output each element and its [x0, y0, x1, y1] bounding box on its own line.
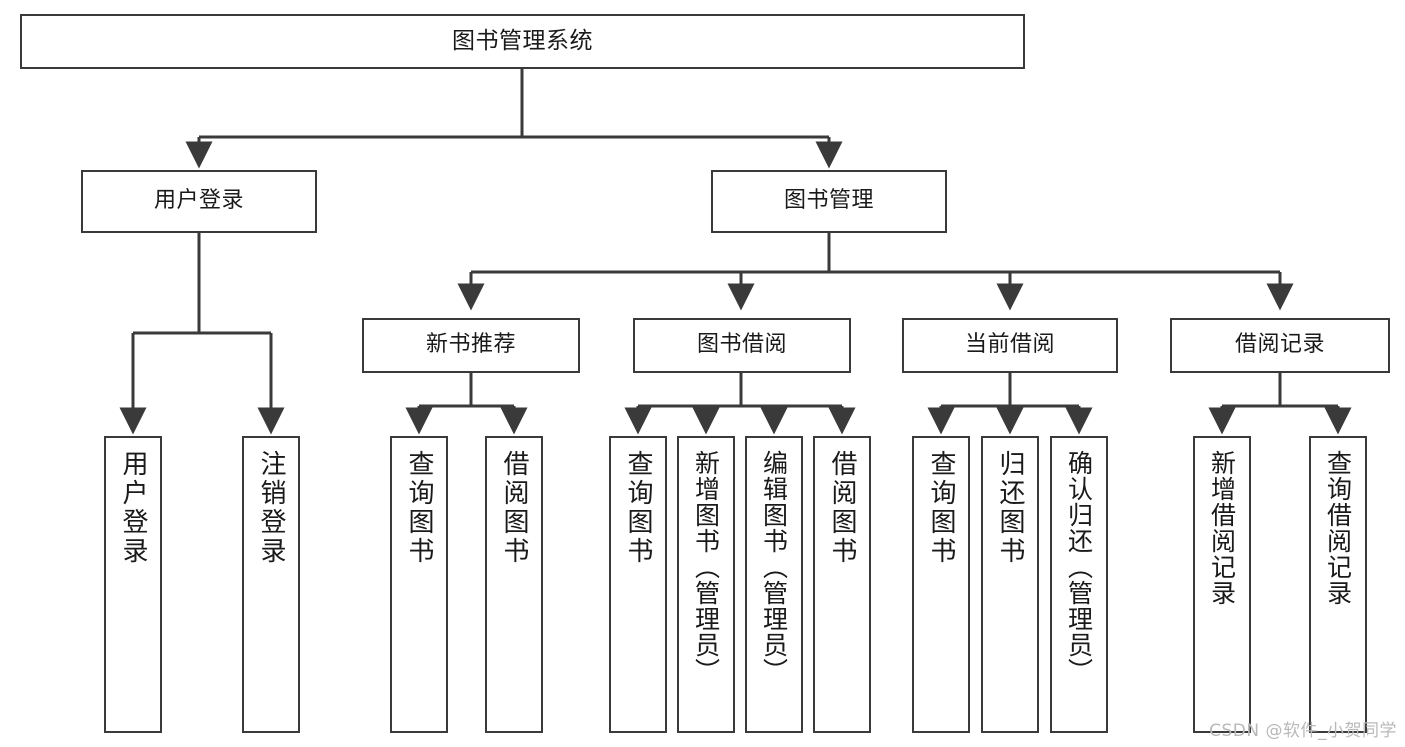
node-leaf-confirm-return[interactable]: 确认归还（管理员）	[1050, 436, 1108, 733]
node-label-book-management: 图书管理	[783, 188, 874, 214]
node-label-book-borrow: 图书借阅	[696, 332, 787, 358]
node-leaf-query-book-2[interactable]: 查询图书	[609, 436, 667, 733]
node-label-root: 图书管理系统	[452, 27, 593, 54]
node-borrow-record[interactable]: 借阅记录	[1170, 318, 1390, 373]
node-new-book-recommend[interactable]: 新书推荐	[362, 318, 580, 373]
node-label-new-book-recommend: 新书推荐	[425, 332, 516, 358]
node-leaf-add-book[interactable]: 新增图书（管理员）	[677, 436, 735, 733]
node-leaf-query-book-1[interactable]: 查询图书	[390, 436, 448, 733]
node-leaf-user-logout[interactable]: 注销登录	[242, 436, 300, 733]
node-leaf-user-login[interactable]: 用户登录	[104, 436, 162, 733]
node-user-login[interactable]: 用户登录	[81, 170, 317, 233]
node-current-borrow[interactable]: 当前借阅	[902, 318, 1118, 373]
node-label-leaf-borrow-book-1: 借阅图书	[499, 450, 529, 566]
node-leaf-query-book-3[interactable]: 查询图书	[912, 436, 970, 733]
node-label-leaf-return-book: 归还图书	[995, 450, 1025, 566]
csdn-watermark: CSDN @软件_小贺同学	[1209, 721, 1397, 741]
node-label-leaf-borrow-book-2: 借阅图书	[827, 450, 857, 566]
node-root-system[interactable]: 图书管理系统	[20, 14, 1025, 69]
node-leaf-return-book[interactable]: 归还图书	[981, 436, 1039, 733]
node-label-leaf-query-book-3: 查询图书	[926, 450, 956, 566]
node-label-leaf-add-book: 新增图书（管理员）	[691, 450, 721, 684]
node-leaf-query-record[interactable]: 查询借阅记录	[1309, 436, 1367, 733]
node-book-borrow[interactable]: 图书借阅	[633, 318, 851, 373]
node-label-user-login: 用户登录	[153, 188, 244, 214]
node-label-leaf-edit-book: 编辑图书（管理员）	[759, 450, 789, 684]
node-label-leaf-user-login: 用户登录	[118, 450, 148, 566]
node-label-leaf-query-book-2: 查询图书	[623, 450, 653, 566]
node-leaf-borrow-book-2[interactable]: 借阅图书	[813, 436, 871, 733]
node-leaf-edit-book[interactable]: 编辑图书（管理员）	[745, 436, 803, 733]
node-leaf-borrow-book-1[interactable]: 借阅图书	[485, 436, 543, 733]
node-book-management[interactable]: 图书管理	[711, 170, 947, 233]
node-leaf-add-record[interactable]: 新增借阅记录	[1193, 436, 1251, 733]
node-label-current-borrow: 当前借阅	[964, 332, 1055, 358]
node-label-borrow-record: 借阅记录	[1234, 332, 1325, 358]
node-label-leaf-query-book-1: 查询图书	[404, 450, 434, 566]
node-label-leaf-user-logout: 注销登录	[256, 450, 286, 566]
node-label-leaf-add-record: 新增借阅记录	[1207, 450, 1237, 606]
node-label-leaf-query-record: 查询借阅记录	[1323, 450, 1353, 606]
node-label-leaf-confirm-return: 确认归还（管理员）	[1064, 450, 1094, 684]
